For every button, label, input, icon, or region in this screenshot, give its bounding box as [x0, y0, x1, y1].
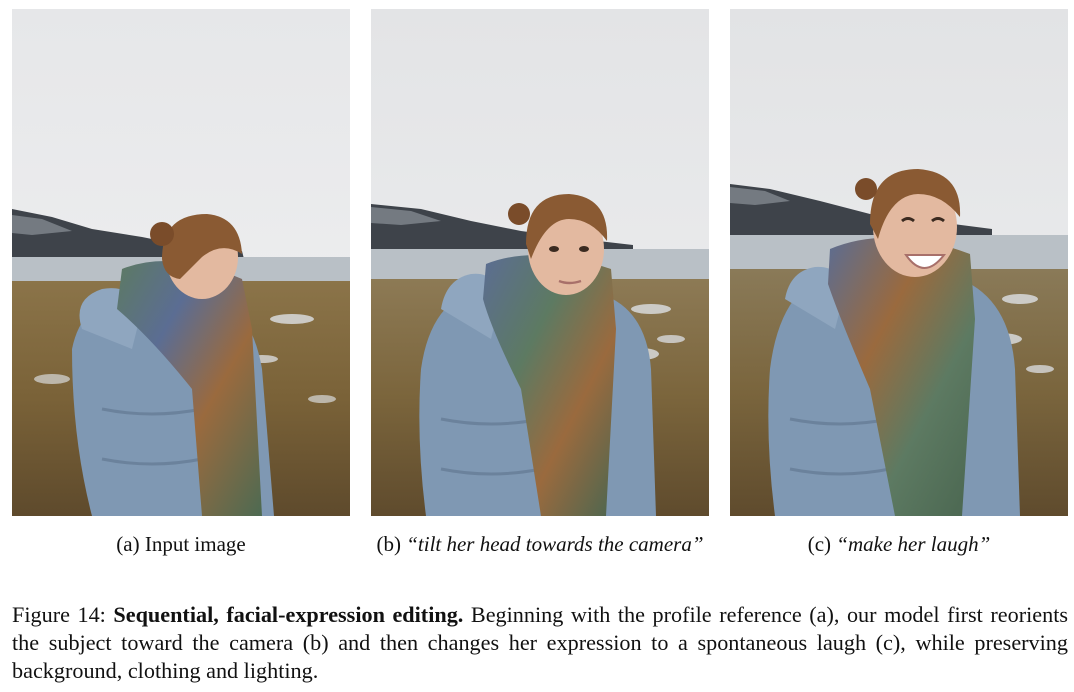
subcaption-b-text: “tilt her head towards the camera” [406, 532, 704, 556]
subcaption-c-label: (c) [807, 532, 832, 556]
subcaption-c: (c) “make her laugh” [730, 531, 1068, 557]
figure-label: Figure 14: [12, 602, 106, 627]
subcaption-c-text: “make her laugh” [836, 532, 991, 556]
input-image-photo [12, 9, 350, 516]
laugh-result-photo [730, 9, 1068, 516]
subcaption-b-label: (b) [376, 532, 401, 556]
woman-facing-camera-photo [371, 9, 709, 516]
figure-caption: Figure 14: Sequential, facial-expression… [12, 601, 1068, 685]
subcaption-b: (b) “tilt her head towards the camera” [371, 531, 709, 557]
subcaption-a-text: Input image [144, 532, 246, 556]
woman-laughing-photo [730, 9, 1068, 516]
tilt-head-result-photo [371, 9, 709, 516]
subcaption-a: (a) Input image [12, 531, 350, 557]
figure-caption-text: Beginning with the profile reference (a)… [12, 602, 1068, 683]
subcaption-a-label: (a) [116, 532, 140, 556]
woman-profile-photo [12, 9, 350, 516]
figure-title: Sequential, facial-expression editing. [113, 602, 464, 627]
